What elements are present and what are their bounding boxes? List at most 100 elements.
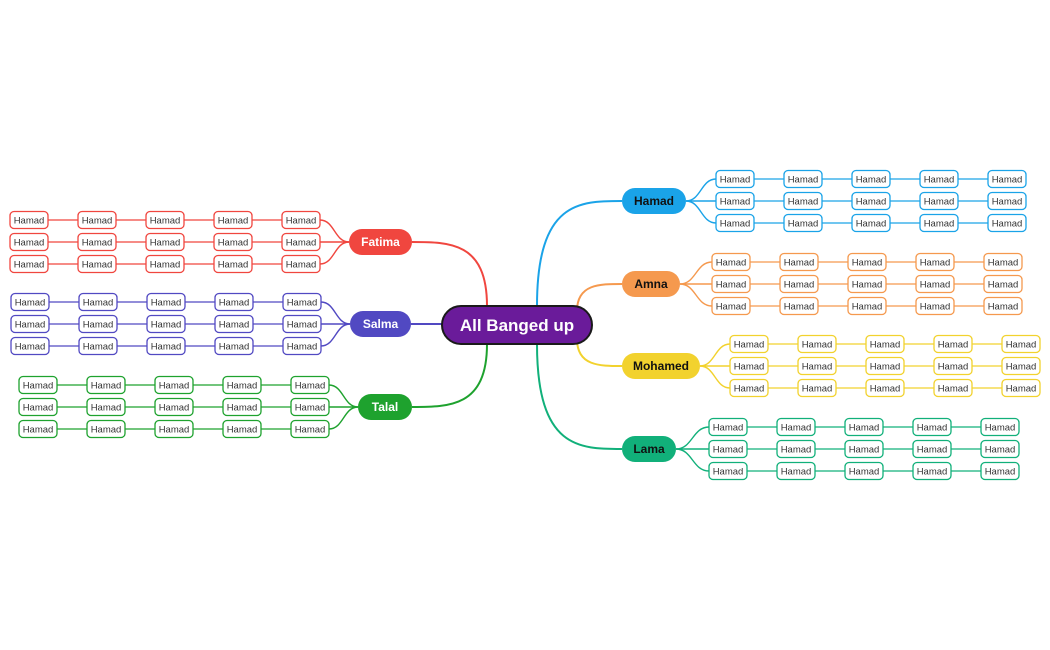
leaf-node-hamad[interactable]: Hamad [987,213,1027,233]
leaf-node-lama[interactable]: Hamad [912,439,952,459]
leaf-node-salma[interactable]: Hamad [10,336,50,356]
leaf-node-mohamed[interactable]: Hamad [797,334,837,354]
leaf-node-lama[interactable]: Hamad [708,417,748,437]
leaf-node-salma[interactable]: Hamad [214,292,254,312]
leaf-node-mohamed[interactable]: Hamad [1001,334,1041,354]
leaf-node-salma[interactable]: Hamad [214,336,254,356]
leaf-node-hamad[interactable]: Hamad [987,191,1027,211]
leaf-node-fatima[interactable]: Hamad [9,232,49,252]
leaf-node-talal[interactable]: Hamad [154,397,194,417]
leaf-node-amna[interactable]: Hamad [983,252,1023,272]
leaf-node-talal[interactable]: Hamad [222,419,262,439]
leaf-node-fatima[interactable]: Hamad [281,232,321,252]
leaf-node-mohamed[interactable]: Hamad [933,334,973,354]
leaf-node-fatima[interactable]: Hamad [281,254,321,274]
leaf-node-mohamed[interactable]: Hamad [933,378,973,398]
leaf-node-lama[interactable]: Hamad [844,439,884,459]
leaf-node-lama[interactable]: Hamad [776,439,816,459]
leaf-node-salma[interactable]: Hamad [10,314,50,334]
leaf-node-talal[interactable]: Hamad [86,419,126,439]
leaf-node-fatima[interactable]: Hamad [145,254,185,274]
leaf-node-hamad[interactable]: Hamad [783,213,823,233]
leaf-node-fatima[interactable]: Hamad [77,210,117,230]
leaf-node-salma[interactable]: Hamad [146,314,186,334]
leaf-node-fatima[interactable]: Hamad [213,210,253,230]
leaf-node-talal[interactable]: Hamad [290,397,330,417]
leaf-node-talal[interactable]: Hamad [18,397,58,417]
branch-node-lama[interactable]: Lama [622,436,676,462]
leaf-node-amna[interactable]: Hamad [847,296,887,316]
leaf-node-amna[interactable]: Hamad [915,252,955,272]
leaf-node-mohamed[interactable]: Hamad [1001,378,1041,398]
leaf-node-talal[interactable]: Hamad [154,375,194,395]
leaf-node-lama[interactable]: Hamad [844,461,884,481]
leaf-node-amna[interactable]: Hamad [915,296,955,316]
leaf-node-fatima[interactable]: Hamad [281,210,321,230]
leaf-node-salma[interactable]: Hamad [282,336,322,356]
leaf-node-talal[interactable]: Hamad [18,375,58,395]
leaf-node-mohamed[interactable]: Hamad [729,334,769,354]
leaf-node-talal[interactable]: Hamad [222,375,262,395]
leaf-node-fatima[interactable]: Hamad [77,254,117,274]
leaf-node-salma[interactable]: Hamad [282,292,322,312]
leaf-node-amna[interactable]: Hamad [711,252,751,272]
leaf-node-hamad[interactable]: Hamad [851,213,891,233]
leaf-node-mohamed[interactable]: Hamad [865,356,905,376]
leaf-node-hamad[interactable]: Hamad [919,169,959,189]
leaf-node-amna[interactable]: Hamad [711,296,751,316]
leaf-node-lama[interactable]: Hamad [708,461,748,481]
leaf-node-amna[interactable]: Hamad [983,274,1023,294]
leaf-node-amna[interactable]: Hamad [847,252,887,272]
leaf-node-mohamed[interactable]: Hamad [797,356,837,376]
leaf-node-lama[interactable]: Hamad [776,417,816,437]
leaf-node-talal[interactable]: Hamad [290,375,330,395]
branch-node-hamad[interactable]: Hamad [622,188,686,214]
leaf-node-talal[interactable]: Hamad [222,397,262,417]
leaf-node-lama[interactable]: Hamad [980,461,1020,481]
leaf-node-mohamed[interactable]: Hamad [729,378,769,398]
leaf-node-lama[interactable]: Hamad [980,417,1020,437]
branch-node-amna[interactable]: Amna [622,271,680,297]
leaf-node-salma[interactable]: Hamad [78,292,118,312]
branch-node-talal[interactable]: Talal [358,394,412,420]
leaf-node-talal[interactable]: Hamad [18,419,58,439]
leaf-node-fatima[interactable]: Hamad [9,254,49,274]
leaf-node-fatima[interactable]: Hamad [213,254,253,274]
leaf-node-mohamed[interactable]: Hamad [933,356,973,376]
leaf-node-fatima[interactable]: Hamad [145,232,185,252]
leaf-node-fatima[interactable]: Hamad [145,210,185,230]
leaf-node-fatima[interactable]: Hamad [9,210,49,230]
leaf-node-talal[interactable]: Hamad [154,419,194,439]
leaf-node-lama[interactable]: Hamad [912,461,952,481]
leaf-node-fatima[interactable]: Hamad [213,232,253,252]
leaf-node-amna[interactable]: Hamad [711,274,751,294]
leaf-node-hamad[interactable]: Hamad [715,169,755,189]
branch-node-mohamed[interactable]: Mohamed [622,353,700,379]
leaf-node-amna[interactable]: Hamad [915,274,955,294]
leaf-node-salma[interactable]: Hamad [282,314,322,334]
leaf-node-amna[interactable]: Hamad [779,274,819,294]
leaf-node-mohamed[interactable]: Hamad [1001,356,1041,376]
leaf-node-lama[interactable]: Hamad [708,439,748,459]
branch-node-fatima[interactable]: Fatima [349,229,412,255]
leaf-node-hamad[interactable]: Hamad [715,213,755,233]
leaf-node-fatima[interactable]: Hamad [77,232,117,252]
leaf-node-hamad[interactable]: Hamad [987,169,1027,189]
leaf-node-salma[interactable]: Hamad [146,292,186,312]
leaf-node-hamad[interactable]: Hamad [783,191,823,211]
leaf-node-amna[interactable]: Hamad [779,296,819,316]
leaf-node-hamad[interactable]: Hamad [783,169,823,189]
leaf-node-salma[interactable]: Hamad [214,314,254,334]
leaf-node-hamad[interactable]: Hamad [919,213,959,233]
leaf-node-hamad[interactable]: Hamad [919,191,959,211]
leaf-node-mohamed[interactable]: Hamad [865,334,905,354]
leaf-node-mohamed[interactable]: Hamad [797,378,837,398]
central-topic-node[interactable]: All Banged up [441,305,593,345]
leaf-node-lama[interactable]: Hamad [912,417,952,437]
branch-node-salma[interactable]: Salma [350,311,411,337]
leaf-node-salma[interactable]: Hamad [78,314,118,334]
leaf-node-hamad[interactable]: Hamad [851,169,891,189]
leaf-node-mohamed[interactable]: Hamad [865,378,905,398]
leaf-node-talal[interactable]: Hamad [86,375,126,395]
leaf-node-lama[interactable]: Hamad [980,439,1020,459]
